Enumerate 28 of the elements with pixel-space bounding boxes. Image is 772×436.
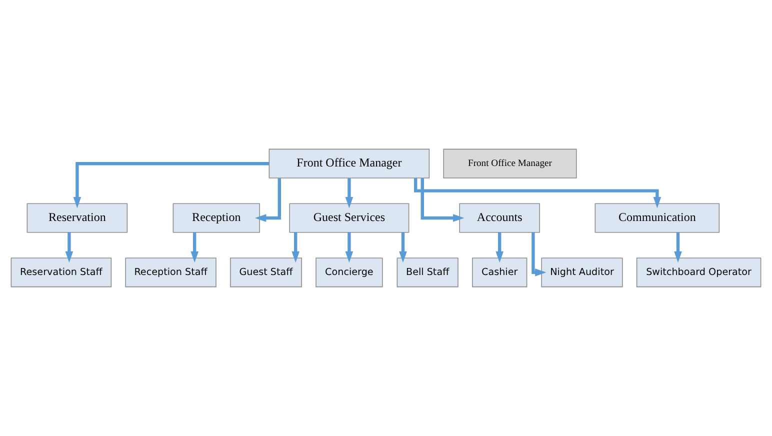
- node-box: Reservation Staff: [10, 258, 112, 288]
- node-box: Night Auditor: [541, 258, 623, 288]
- node-box: Reception Staff: [125, 258, 216, 288]
- arrow: [420, 178, 464, 222]
- node-box: Communication: [594, 203, 720, 233]
- arrow: [254, 178, 281, 222]
- node-box: Concierge: [316, 258, 383, 288]
- arrow: [496, 232, 504, 263]
- arrow: [190, 232, 199, 263]
- arrow: [345, 178, 354, 208]
- node-box: Cashier: [472, 258, 528, 288]
- arrow: [414, 178, 662, 208]
- arrow: [532, 232, 546, 276]
- node-box: Front Office Manager: [268, 148, 430, 178]
- arrow: [399, 232, 407, 263]
- node-box: Switchboard Operator: [636, 258, 762, 288]
- arrow: [345, 232, 354, 263]
- arrow: [73, 162, 270, 208]
- node-box: Front Office Manager: [443, 148, 577, 178]
- arrow: [674, 232, 682, 263]
- arrow: [292, 232, 300, 263]
- node-box: Reception: [172, 203, 260, 233]
- node-box: Bell Staff: [396, 258, 458, 288]
- arrow: [65, 232, 74, 263]
- node-box: Guest Staff: [230, 258, 302, 288]
- node-box: Reservation: [26, 203, 128, 233]
- node-box: Accounts: [459, 203, 540, 233]
- node-box: Guest Services: [289, 203, 410, 233]
